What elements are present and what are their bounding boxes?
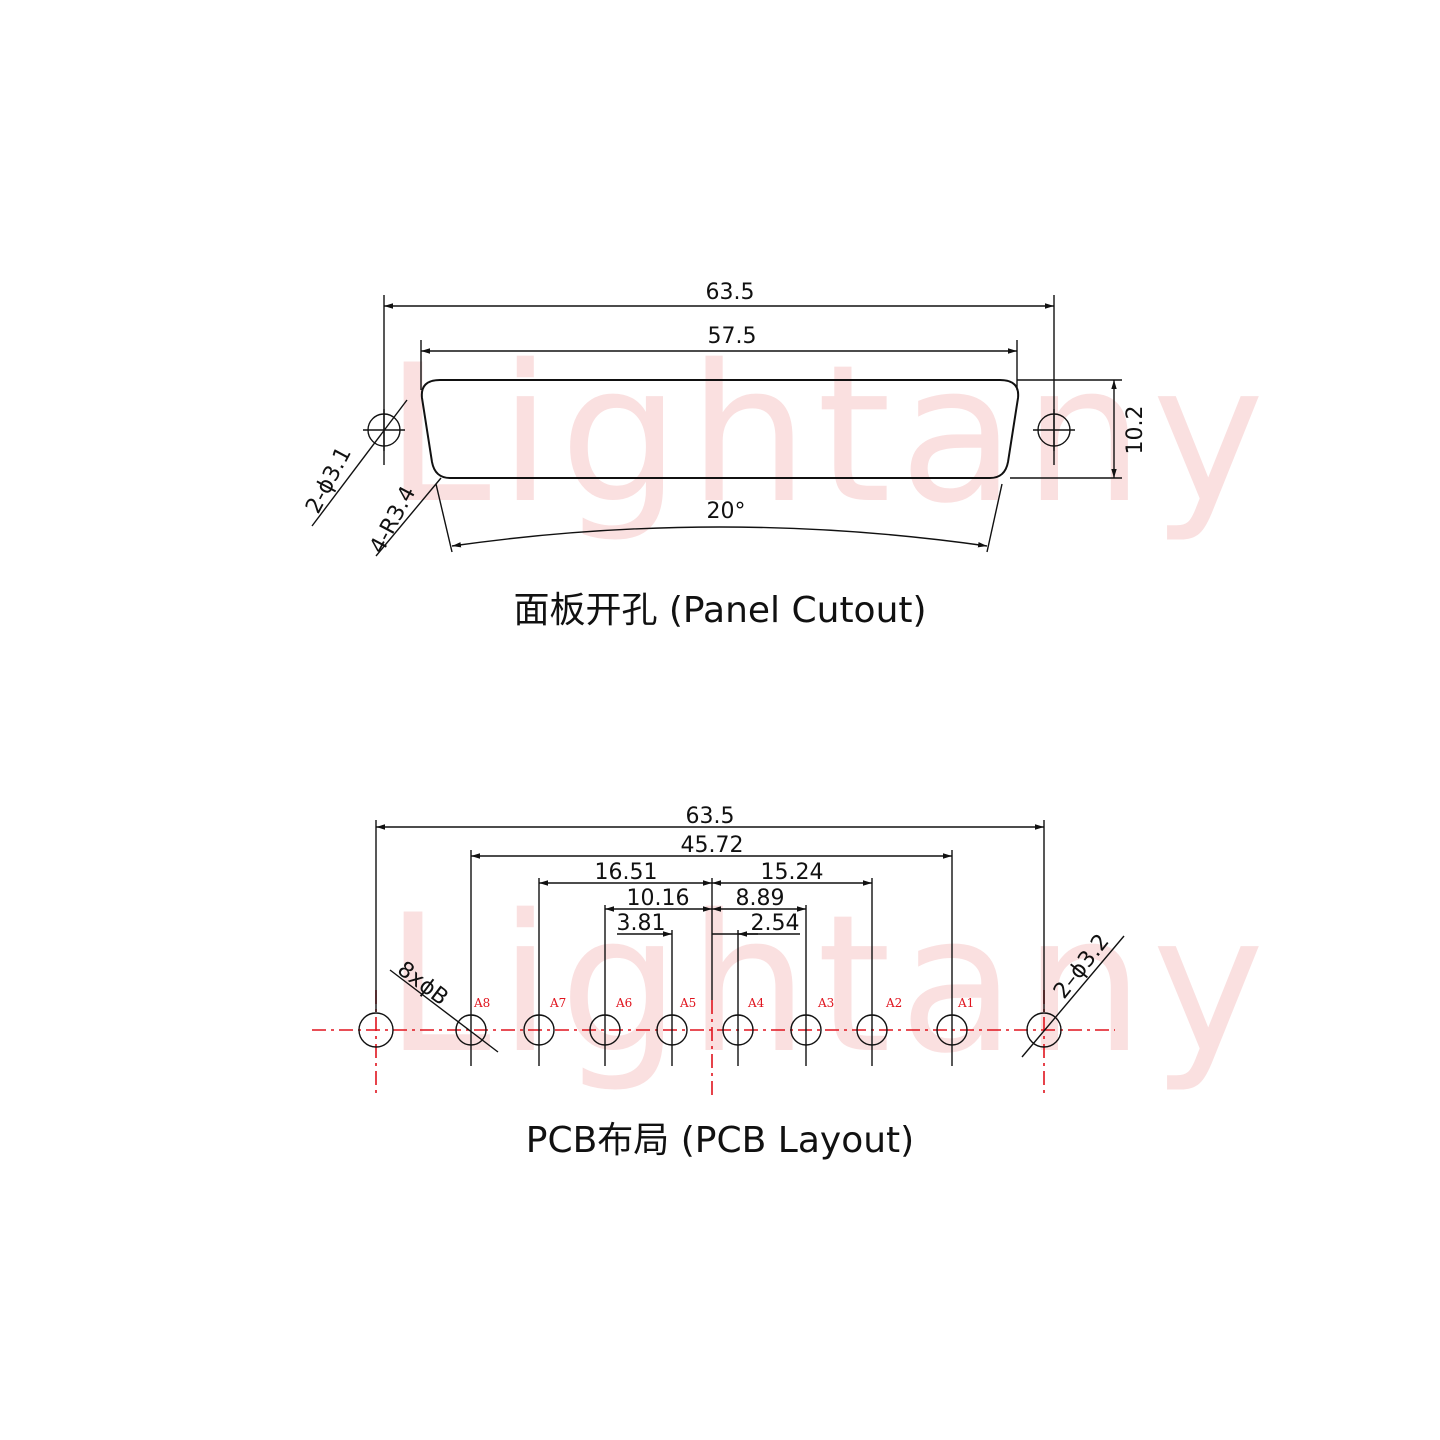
pin-a4-hole — [722, 1014, 754, 1046]
angle-leg-left — [435, 483, 453, 553]
pcb-mount-hole-right — [1026, 1012, 1062, 1048]
dim-right-1-label: 15.24 — [761, 860, 824, 885]
pin-a1-hole — [936, 1014, 968, 1046]
pin-a5-hole — [656, 1014, 688, 1046]
dim-left-1-label: 16.51 — [595, 860, 658, 885]
pin-label-a1: A1 — [957, 996, 974, 1010]
pin-label-a5: A5 — [679, 996, 696, 1010]
leader-pin-hole — [389, 969, 499, 1053]
d-sub-cutout-outline — [420, 379, 1020, 479]
panel-cutout-title: 面板开孔 (Panel Cutout) — [513, 590, 926, 631]
dim-right-3-label: 2.54 — [751, 911, 800, 936]
watermark-bottom: Lightany — [385, 874, 1272, 1095]
dim-overall-label: 63.5 — [706, 280, 755, 305]
pin-a7-hole — [523, 1014, 555, 1046]
panel-cutout-view: 63.5 57.5 10.2 20° 2-ϕ3.1 4-R3.4 面板开孔 (P… — [301, 280, 1148, 631]
dim-hole-label: 2-ϕ3.1 — [301, 443, 357, 518]
leader-radius — [375, 477, 442, 557]
pin-label-a8: A8 — [473, 996, 490, 1010]
dim-body-label: 57.5 — [708, 324, 757, 349]
dim-left-2-label: 10.16 — [627, 886, 690, 911]
dim-pcb-overall-label: 63.5 — [686, 804, 735, 829]
pin-label-a6: A6 — [615, 996, 632, 1010]
dim-right-2-label: 8.89 — [736, 886, 785, 911]
pcb-mount-hole-left — [358, 1012, 394, 1048]
dim-arc-angle — [451, 526, 988, 548]
pin-label-a7: A7 — [549, 996, 566, 1010]
dim-pins-label: 45.72 — [681, 833, 744, 858]
pin-a8-hole — [455, 1014, 487, 1046]
angle-leg-right — [986, 483, 1003, 553]
pin-label-a4: A4 — [747, 996, 765, 1010]
dim-left-3-label: 3.81 — [617, 911, 666, 936]
pin-label-a2: A2 — [885, 996, 902, 1010]
pin-a2-hole — [856, 1014, 888, 1046]
pin-a6-hole — [589, 1014, 621, 1046]
pin-label-a3: A3 — [817, 996, 834, 1010]
dim-height-label: 10.2 — [1123, 406, 1148, 455]
pin-a3-hole — [790, 1014, 822, 1046]
pcb-layout-title: PCB布局 (PCB Layout) — [526, 1120, 914, 1161]
leader-hole — [311, 399, 408, 527]
dim-angle-label: 20° — [707, 499, 746, 524]
watermark-top: Lightany — [385, 324, 1272, 545]
leader-mount-hole — [1021, 935, 1125, 1058]
